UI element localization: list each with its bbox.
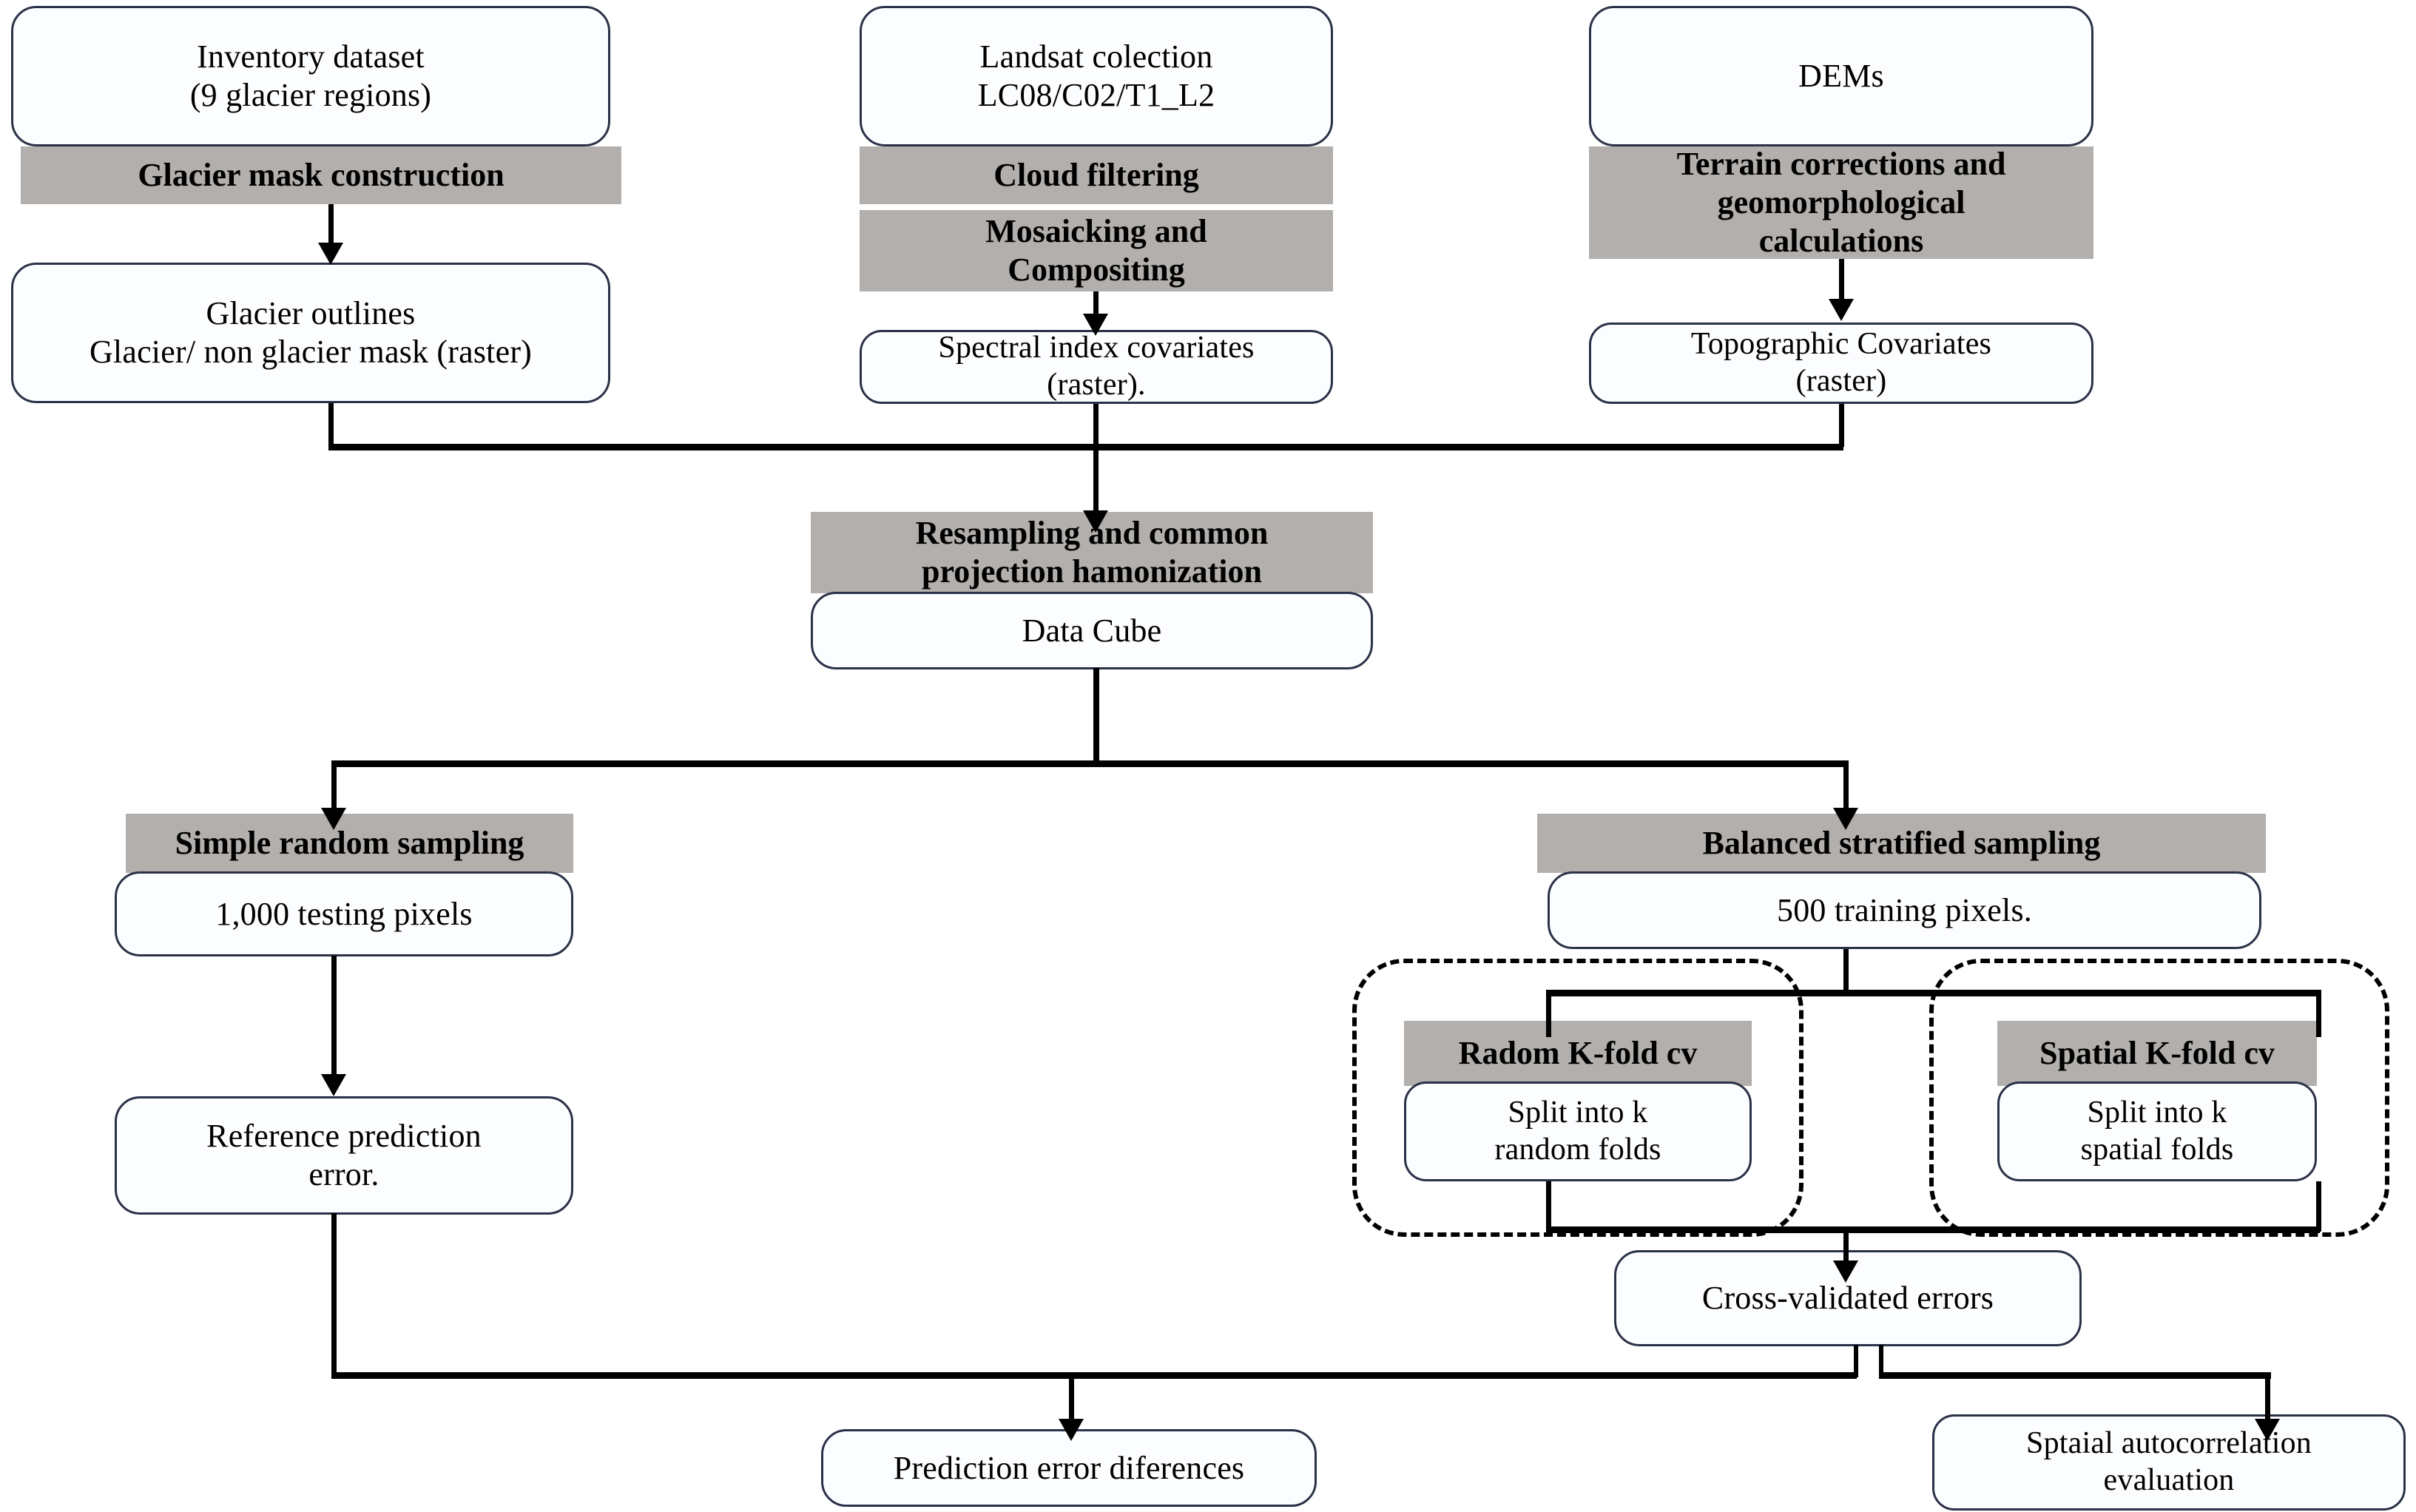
connector-bottom-bus-right (1879, 1372, 2271, 1379)
node-split-random-folds: Split into k random folds (1404, 1081, 1752, 1181)
node-training-pixels: 500 training pixels. (1548, 871, 2261, 949)
node-prediction-error-differences-label: Prediction error diferences (893, 1449, 1245, 1486)
connector-datacube-down (1093, 668, 1099, 764)
connector-testing-to-reference-error (331, 956, 337, 1081)
band-simple-random-sampling: Simple random sampling (126, 814, 573, 873)
connector-random-cv-down (1546, 1181, 1551, 1232)
arrowhead-bus-to-balanced (1833, 808, 1858, 830)
band-glacier-mask-construction-label: Glacier mask construction (138, 157, 505, 194)
node-spectral-index-covariates-label: Spectral index covariates (raster). (938, 331, 1255, 402)
node-spectral-index-covariates: Spectral index covariates (raster). (860, 330, 1333, 404)
connector-terrain-to-topographic (1839, 259, 1844, 305)
connector-reference-error-down (331, 1213, 337, 1377)
node-inventory-dataset: Inventory dataset (9 glacier regions) (11, 6, 610, 146)
group-spatial-kfold-cv (1929, 959, 2389, 1237)
arrowhead-mosaicking-to-spectral (1083, 314, 1108, 336)
arrowhead-mask-to-outlines (318, 243, 343, 265)
node-split-spatial-folds-label: Split into k spatial folds (2080, 1095, 2234, 1167)
connector-cv-merge-bus (1546, 1226, 2320, 1233)
node-dems-label: DEMs (1798, 58, 1884, 95)
node-landsat-collection: Landsat colection LC08/C02/T1_L2 (860, 6, 1333, 146)
node-topographic-covariates-label: Topographic Covariates (raster) (1690, 327, 1992, 398)
connector-cvbus-to-errors (1843, 1226, 1849, 1269)
node-data-cube: Data Cube (811, 592, 1373, 669)
band-glacier-mask-construction: Glacier mask construction (21, 146, 621, 204)
node-cross-validated-errors-label: Cross-validated errors (1701, 1280, 1994, 1317)
band-terrain-corrections: Terrain corrections and geomorphological… (1589, 146, 2093, 259)
connector-bus-to-prediction-diff (1069, 1372, 1074, 1427)
band-spatial-kfold-cv-label: Spatial K-fold cv (2039, 1035, 2275, 1072)
connector-cv-errors-left-stub (1854, 1345, 1858, 1377)
connector-outlines-down (328, 403, 334, 448)
node-topographic-covariates: Topographic Covariates (raster) (1589, 323, 2093, 404)
connector-cv-errors-right-stub (1879, 1345, 1883, 1377)
connector-training-down (1843, 949, 1849, 995)
node-landsat-collection-label: Landsat colection LC08/C02/T1_L2 (977, 38, 1215, 113)
connector-mask-to-outlines (328, 204, 334, 247)
node-dems: DEMs (1589, 6, 2093, 146)
connector-bus-to-spatial-autocorrelation (2265, 1372, 2270, 1427)
band-random-kfold-cv: Radom K-fold cv (1404, 1021, 1752, 1086)
band-spatial-kfold-cv: Spatial K-fold cv (1997, 1021, 2317, 1086)
band-terrain-corrections-label: Terrain corrections and geomorphological… (1676, 146, 2006, 259)
node-reference-prediction-error: Reference prediction error. (115, 1096, 573, 1215)
connector-topographic-down (1839, 404, 1844, 447)
arrowhead-bus-to-spatial-autocorrelation (2255, 1419, 2280, 1441)
node-split-spatial-folds: Split into k spatial folds (1997, 1081, 2317, 1181)
group-random-kfold-cv (1352, 959, 1803, 1237)
band-balanced-stratified-sampling: Balanced stratified sampling (1537, 814, 2266, 873)
node-inventory-dataset-label: Inventory dataset (9 glacier regions) (189, 38, 432, 113)
band-balanced-stratified-sampling-label: Balanced stratified sampling (1702, 825, 2101, 862)
arrowhead-bus-to-prediction-diff (1059, 1419, 1084, 1441)
band-simple-random-sampling-label: Simple random sampling (175, 825, 524, 862)
band-cloud-filtering-label: Cloud filtering (993, 157, 1199, 194)
connector-sampling-split-bus (331, 760, 1848, 767)
node-testing-pixels: 1,000 testing pixels (115, 871, 573, 956)
band-resampling-projection-label: Resampling and common projection hamoniz… (915, 515, 1269, 590)
node-data-cube-label: Data Cube (1022, 612, 1162, 649)
arrowhead-bus-to-resampling (1083, 510, 1108, 533)
connector-spectral-down (1093, 404, 1099, 447)
node-split-random-folds-label: Split into k random folds (1494, 1095, 1661, 1167)
band-mosaicking-compositing-label: Mosaicking and Compositing (985, 213, 1207, 288)
arrowhead-testing-to-reference-error (321, 1074, 346, 1096)
connector-bus-to-resampling (1093, 444, 1099, 518)
node-glacier-outlines-label: Glacier outlines Glacier/ non glacier ma… (89, 295, 533, 370)
band-mosaicking-compositing: Mosaicking and Compositing (860, 210, 1333, 291)
node-reference-prediction-error-label: Reference prediction error. (206, 1118, 482, 1192)
connector-merge-bus (328, 444, 1843, 450)
node-training-pixels-label: 500 training pixels. (1777, 891, 2032, 928)
arrowhead-cvbus-to-errors (1833, 1260, 1858, 1283)
node-spatial-autocorrelation-evaluation: Sptaial autocorrelation evaluation (1932, 1414, 2406, 1511)
arrowhead-bus-to-simple-random (321, 808, 346, 830)
band-resampling-projection: Resampling and common projection hamoniz… (811, 512, 1373, 593)
band-cloud-filtering: Cloud filtering (860, 146, 1333, 204)
connector-bottom-bus-left (331, 1372, 1857, 1379)
connector-cv-split-bus (1546, 990, 2321, 996)
band-random-kfold-cv-label: Radom K-fold cv (1458, 1035, 1698, 1072)
connector-mosaicking-to-spectral (1093, 291, 1099, 320)
connector-bus-to-balanced (1843, 760, 1849, 817)
node-glacier-outlines: Glacier outlines Glacier/ non glacier ma… (11, 263, 610, 403)
connector-bus-to-simple-random (331, 760, 337, 817)
node-prediction-error-differences: Prediction error diferences (821, 1429, 1317, 1507)
node-testing-pixels-label: 1,000 testing pixels (215, 895, 473, 932)
connector-spatial-cv-down (2316, 1181, 2321, 1232)
connector-bus-to-random-cv (1546, 990, 1551, 1037)
connector-bus-to-spatial-cv (2316, 990, 2321, 1037)
arrowhead-terrain-to-topographic (1829, 299, 1854, 321)
